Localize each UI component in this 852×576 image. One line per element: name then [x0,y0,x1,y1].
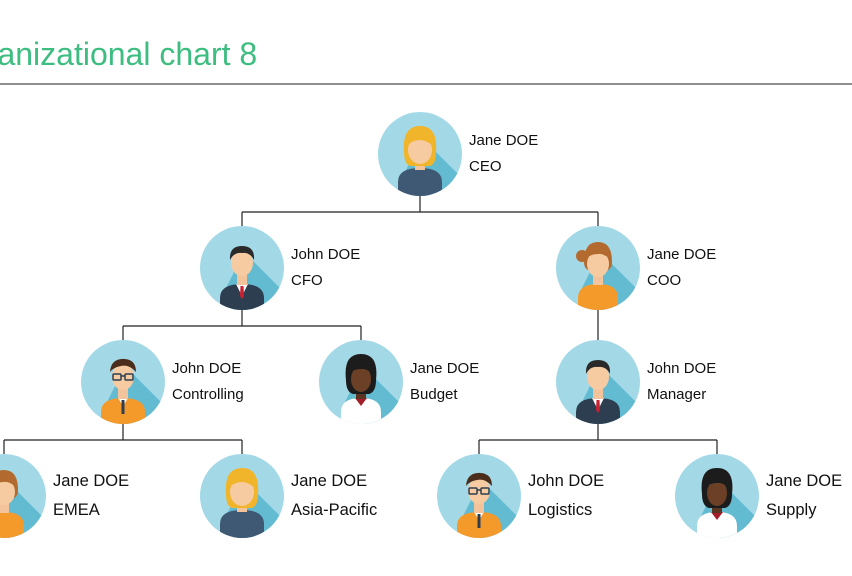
node-controlling [81,340,165,424]
woman-blonde-icon [398,126,462,196]
connector-cfo [122,310,362,340]
woman-dark-icon [697,468,759,538]
node-emea [0,454,46,538]
person-role: Controlling [172,386,244,403]
person-role: CFO [291,272,323,289]
man-suit-icon [220,246,284,310]
person-name: John DOE [172,360,242,377]
node-label-controlling: John DOE Controlling [172,356,244,408]
man-glasses-icon [101,358,165,424]
node-label-supply: Jane DOE Supply [766,467,842,525]
person-role: Budget [410,386,458,403]
person-role: COO [647,272,682,289]
person-name: John DOE [528,472,605,490]
node-label-logistics: John DOE Logistics [528,467,604,525]
node-label-coo: Jane DOE COO [647,242,716,294]
node-cfo [200,226,284,310]
node-label-asia-pacific: Jane DOE Asia-Pacific [291,467,377,525]
man-suit-icon [576,360,640,424]
node-label-cfo: John DOE CFO [291,242,360,294]
person-name: John DOE [291,246,361,263]
person-role: Asia-Pacific [291,501,378,519]
woman-dark-icon [341,354,403,424]
person-role: Logistics [528,501,593,519]
node-supply [675,454,759,538]
page-title: rganizational chart 8 [0,36,258,72]
connector-controlling [3,424,243,454]
node-asia-pacific [200,454,284,538]
connector-manager [478,424,718,454]
person-name: Jane DOE [647,246,717,263]
woman-brown-hair-icon [0,470,46,538]
person-name: Jane DOE [410,360,480,377]
woman-blonde-icon [220,468,284,538]
node-label-budget: Jane DOE Budget [410,356,479,408]
person-role: EMEA [53,501,100,519]
person-name: John DOE [647,360,717,377]
node-ceo [378,112,462,196]
person-name: Jane DOE [291,472,368,490]
person-role: Manager [647,386,707,403]
node-logistics [437,454,521,538]
node-label-ceo: Jane DOE CEO [469,128,538,180]
woman-brown-hair-icon [576,242,640,310]
person-name: Jane DOE [469,132,539,149]
person-role: CEO [469,158,502,175]
connector-ceo [241,196,599,226]
node-label-emea: Jane DOE EMEA [53,467,129,525]
title-divider [0,83,852,85]
node-budget [319,340,403,424]
man-glasses-icon [457,472,521,538]
node-label-manager: John DOE Manager [647,356,716,408]
person-role: Supply [766,501,817,519]
node-manager [556,340,640,424]
node-coo [556,226,640,310]
person-name: Jane DOE [53,472,130,490]
person-name: Jane DOE [766,472,843,490]
